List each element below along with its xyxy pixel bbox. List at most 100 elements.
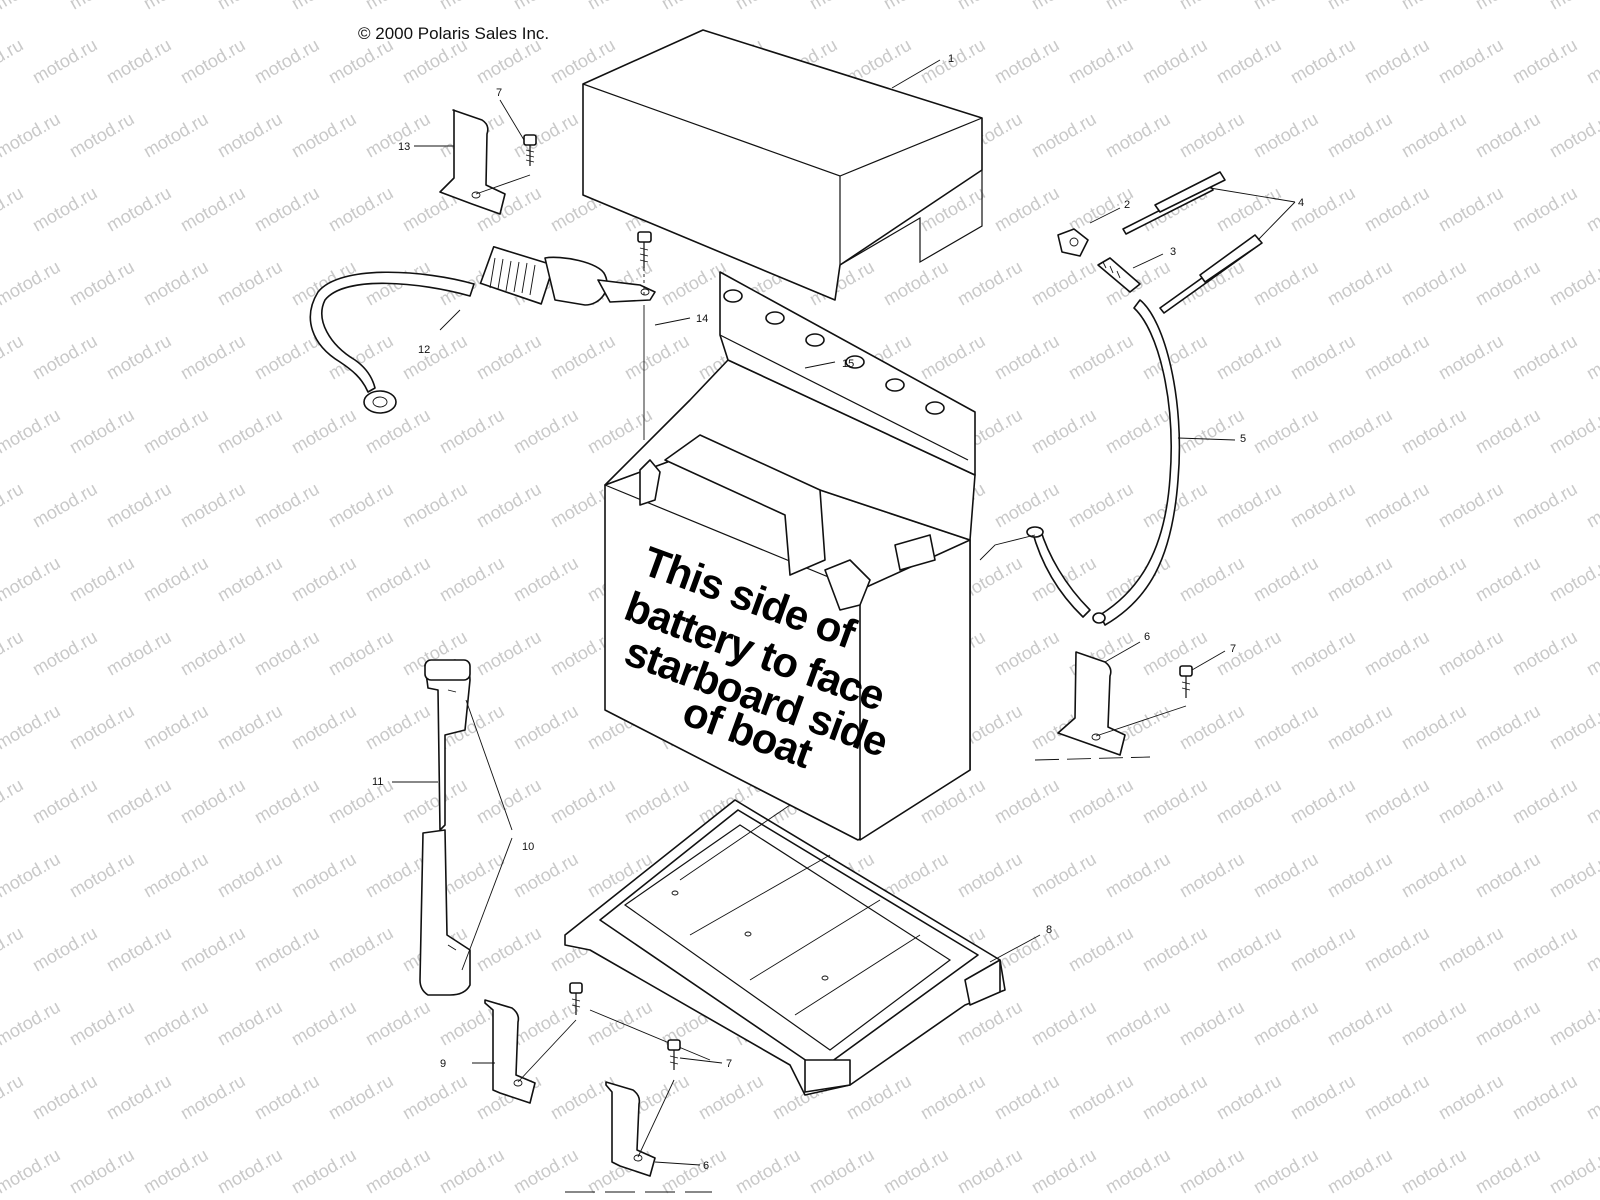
watermark-text: motod.ru: [362, 1145, 434, 1198]
watermark-text: motod.ru: [251, 183, 323, 236]
watermark-text: motod.ru: [1176, 1145, 1248, 1198]
watermark-text: motod.ru: [103, 923, 175, 976]
watermark-text: motod.ru: [251, 331, 323, 384]
callout-14: 14: [696, 313, 708, 325]
watermark-text: motod.ru: [1546, 405, 1600, 458]
watermark-text: motod.ru: [991, 479, 1063, 532]
watermark-text: motod.ru: [103, 1071, 175, 1124]
watermark-text: motod.ru: [1472, 997, 1544, 1050]
watermark-text: motod.ru: [0, 849, 64, 902]
watermark-text: motod.ru: [621, 775, 693, 828]
watermark-text: motod.ru: [66, 109, 138, 162]
watermark-text: motod.ru: [1324, 405, 1396, 458]
watermark-text: motod.ru: [1509, 1071, 1581, 1124]
watermark-text: motod.ru: [1324, 701, 1396, 754]
watermark-text: motod.ru: [103, 627, 175, 680]
watermark-text: motod.ru: [436, 553, 508, 606]
watermark-text: motod.ru: [288, 1145, 360, 1198]
watermark-text: motod.ru: [29, 183, 101, 236]
watermark-text: motod.ru: [1435, 183, 1507, 236]
watermark-text: motod.ru: [66, 997, 138, 1050]
watermark-text: motod.ru: [0, 35, 27, 88]
watermark-text: motod.ru: [510, 701, 582, 754]
watermark-text: motod.ru: [1102, 997, 1174, 1050]
watermark-text: motod.ru: [1361, 35, 1433, 88]
watermark-text: motod.ru: [1102, 405, 1174, 458]
watermark-text: motod.ru: [1435, 35, 1507, 88]
callout-4: 4: [1298, 197, 1304, 209]
watermark-text: motod.ru: [251, 627, 323, 680]
watermark-text: motod.ru: [1398, 257, 1470, 310]
watermark-text: motod.ru: [1361, 183, 1433, 236]
watermark-text: motod.ru: [1213, 331, 1285, 384]
watermark-text: motod.ru: [584, 0, 656, 13]
watermark-text: motod.ru: [1250, 849, 1322, 902]
watermark-text: motod.ru: [436, 0, 508, 13]
watermark-text: motod.ru: [1028, 0, 1100, 13]
watermark-text: motod.ru: [0, 109, 64, 162]
watermark-text: motod.ru: [0, 1145, 64, 1198]
watermark-text: motod.ru: [1546, 109, 1600, 162]
callout-13: 13: [398, 141, 410, 153]
watermark-text: motod.ru: [214, 997, 286, 1050]
watermark-text: motod.ru: [0, 627, 27, 680]
watermark-text: motod.ru: [473, 331, 545, 384]
watermark-text: motod.ru: [214, 1145, 286, 1198]
battery-cover: [582, 29, 983, 301]
watermark-text: motod.ru: [1102, 849, 1174, 902]
watermark-text: motod.ru: [140, 405, 212, 458]
watermark-text: motod.ru: [1176, 997, 1248, 1050]
watermark-text: motod.ru: [880, 0, 952, 13]
watermark-text: motod.ru: [1472, 849, 1544, 902]
watermark-text: motod.ru: [1287, 627, 1359, 680]
watermark-text: motod.ru: [1324, 849, 1396, 902]
watermark-text: motod.ru: [1176, 405, 1248, 458]
watermark-text: motod.ru: [1287, 331, 1359, 384]
watermark-text: motod.ru: [140, 997, 212, 1050]
watermark-text: motod.ru: [1398, 701, 1470, 754]
watermark-text: motod.ru: [1102, 1145, 1174, 1198]
watermark-text: motod.ru: [288, 553, 360, 606]
watermark-text: motod.ru: [991, 775, 1063, 828]
watermark-text: motod.ru: [1546, 849, 1600, 902]
watermark-text: motod.ru: [991, 35, 1063, 88]
watermark-text: motod.ru: [29, 775, 101, 828]
bracket-13: [439, 109, 506, 215]
watermark-text: motod.ru: [288, 701, 360, 754]
watermark-text: motod.ru: [436, 405, 508, 458]
watermark-text: motod.ru: [1435, 479, 1507, 532]
watermark-text: motod.ru: [66, 701, 138, 754]
watermark-text: motod.ru: [547, 775, 619, 828]
watermark-text: motod.ru: [1583, 1071, 1600, 1124]
watermark-text: motod.ru: [1139, 1071, 1211, 1124]
copyright-text: © 2000 Polaris Sales Inc.: [358, 24, 549, 43]
watermark-text: motod.ru: [732, 1145, 804, 1198]
watermark-text: motod.ru: [399, 1071, 471, 1124]
watermark-text: motod.ru: [1583, 183, 1600, 236]
watermark-text: motod.ru: [140, 0, 212, 13]
watermark-text: motod.ru: [29, 1071, 101, 1124]
watermark-text: motod.ru: [584, 997, 656, 1050]
watermark-text: motod.ru: [1324, 0, 1396, 13]
watermark-text: motod.ru: [1583, 479, 1600, 532]
watermark-text: motod.ru: [806, 0, 878, 13]
battery-cable-12: [309, 245, 656, 414]
watermark-text: motod.ru: [251, 1071, 323, 1124]
watermark-text: motod.ru: [510, 405, 582, 458]
watermark-text: motod.ru: [362, 997, 434, 1050]
watermark-text: motod.ru: [177, 183, 249, 236]
watermark-text: motod.ru: [954, 257, 1026, 310]
watermark-text: motod.ru: [29, 331, 101, 384]
watermark-text: motod.ru: [510, 849, 582, 902]
watermark-text: motod.ru: [1250, 997, 1322, 1050]
watermark-text: motod.ru: [29, 923, 101, 976]
watermark-text: motod.ru: [1472, 405, 1544, 458]
watermark-text: motod.ru: [325, 183, 397, 236]
watermark-text: motod.ru: [954, 1145, 1026, 1198]
watermark-text: motod.ru: [0, 405, 64, 458]
watermark-text: motod.ru: [1287, 1071, 1359, 1124]
watermark-text: motod.ru: [140, 1145, 212, 1198]
watermark-text: motod.ru: [29, 627, 101, 680]
watermark-text: motod.ru: [1472, 109, 1544, 162]
watermark-text: motod.ru: [1028, 997, 1100, 1050]
